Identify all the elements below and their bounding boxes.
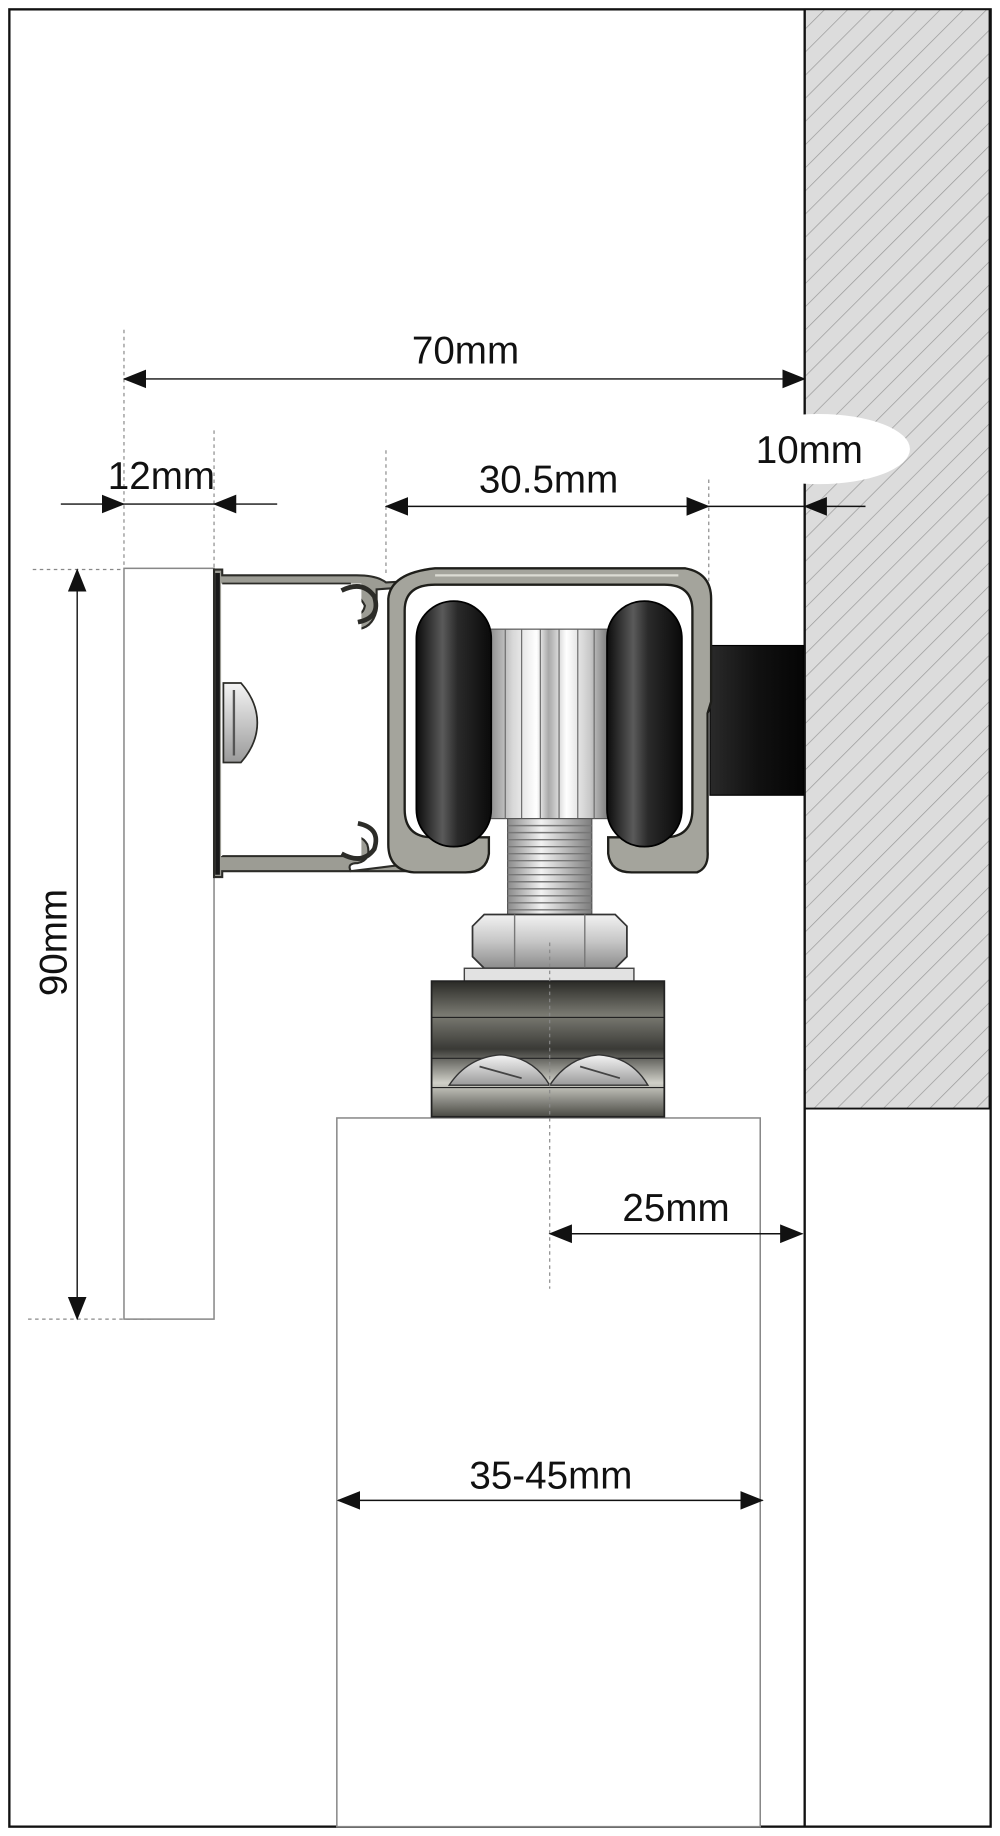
dimension-lines [60,369,866,1510]
dim-label-35-45mm: 35-45mm [469,1455,632,1498]
dim-label-70mm: 70mm [412,330,519,373]
dim-label-12mm: 12mm [108,455,215,498]
cover-panel [123,567,215,1320]
threaded-bolt [507,818,593,916]
hex-nut-icon [471,913,628,970]
screw-head [222,682,259,764]
dim-label-30-5mm: 30.5mm [479,458,618,501]
label-highlight [727,413,910,485]
left-wheel [415,600,493,848]
axle-hub [488,628,609,820]
wall-hatched [803,8,991,1110]
phillips-screw-icon [447,1054,650,1086]
right-wheel [606,600,683,848]
dim-label-25mm: 25mm [622,1187,729,1230]
track-shell [387,567,713,874]
dim-label-90mm: 90mm [33,889,76,996]
dim-label-10mm: 10mm [756,429,863,472]
mounting-block [430,980,666,1118]
wall-bracket [709,644,805,796]
